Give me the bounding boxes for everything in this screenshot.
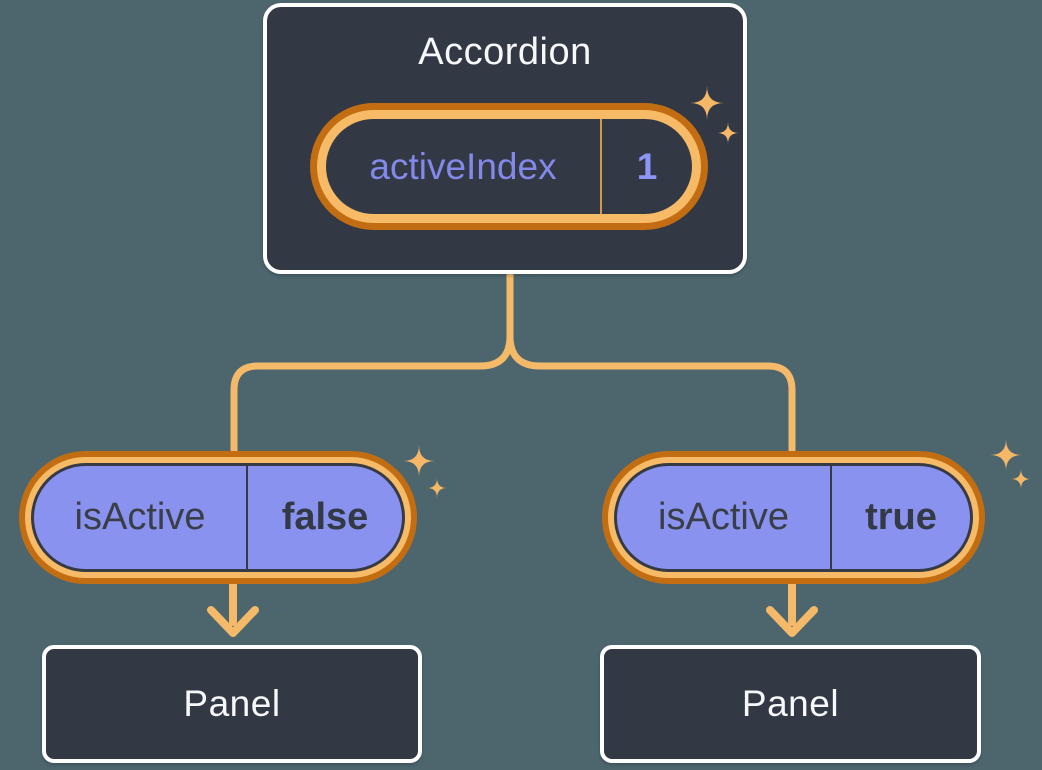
prop-pill-ring: isActive false [25, 457, 411, 578]
prop-pill-label: isActive [658, 496, 789, 538]
state-pill: activeIndex 1 [310, 103, 708, 230]
arrow-down-icon [207, 580, 259, 637]
accordion-title: Accordion [418, 31, 592, 73]
sparkle-icon [990, 439, 1031, 489]
panel-node-left: Panel [42, 645, 422, 763]
prop-pill-value: true [865, 496, 937, 538]
state-pill-divider [600, 119, 602, 214]
prop-pill-core: isActive false [31, 463, 405, 572]
prop-pill-ring: isActive true [608, 457, 979, 578]
prop-pill-core: isActive true [614, 463, 973, 572]
state-pill-ring: activeIndex 1 [317, 110, 701, 223]
state-pill-label: activeIndex [369, 145, 557, 187]
arrow-down-icon [766, 580, 818, 637]
prop-pill-label: isActive [74, 496, 206, 538]
prop-pill-is-active-false: isActive false [19, 451, 417, 584]
state-pill-value: 1 [636, 145, 658, 187]
prop-pill-divider [830, 466, 832, 569]
state-pill-core: activeIndex 1 [326, 119, 692, 214]
connector-fork-left [230, 270, 514, 456]
prop-pill-value: false [281, 496, 369, 538]
panel-title: Panel [741, 683, 840, 724]
connector-fork-right [506, 270, 796, 456]
prop-pill-divider [246, 466, 248, 569]
panel-node-right: Panel [600, 645, 981, 763]
panel-title: Panel [183, 683, 281, 724]
prop-pill-is-active-true: isActive true [602, 451, 985, 584]
